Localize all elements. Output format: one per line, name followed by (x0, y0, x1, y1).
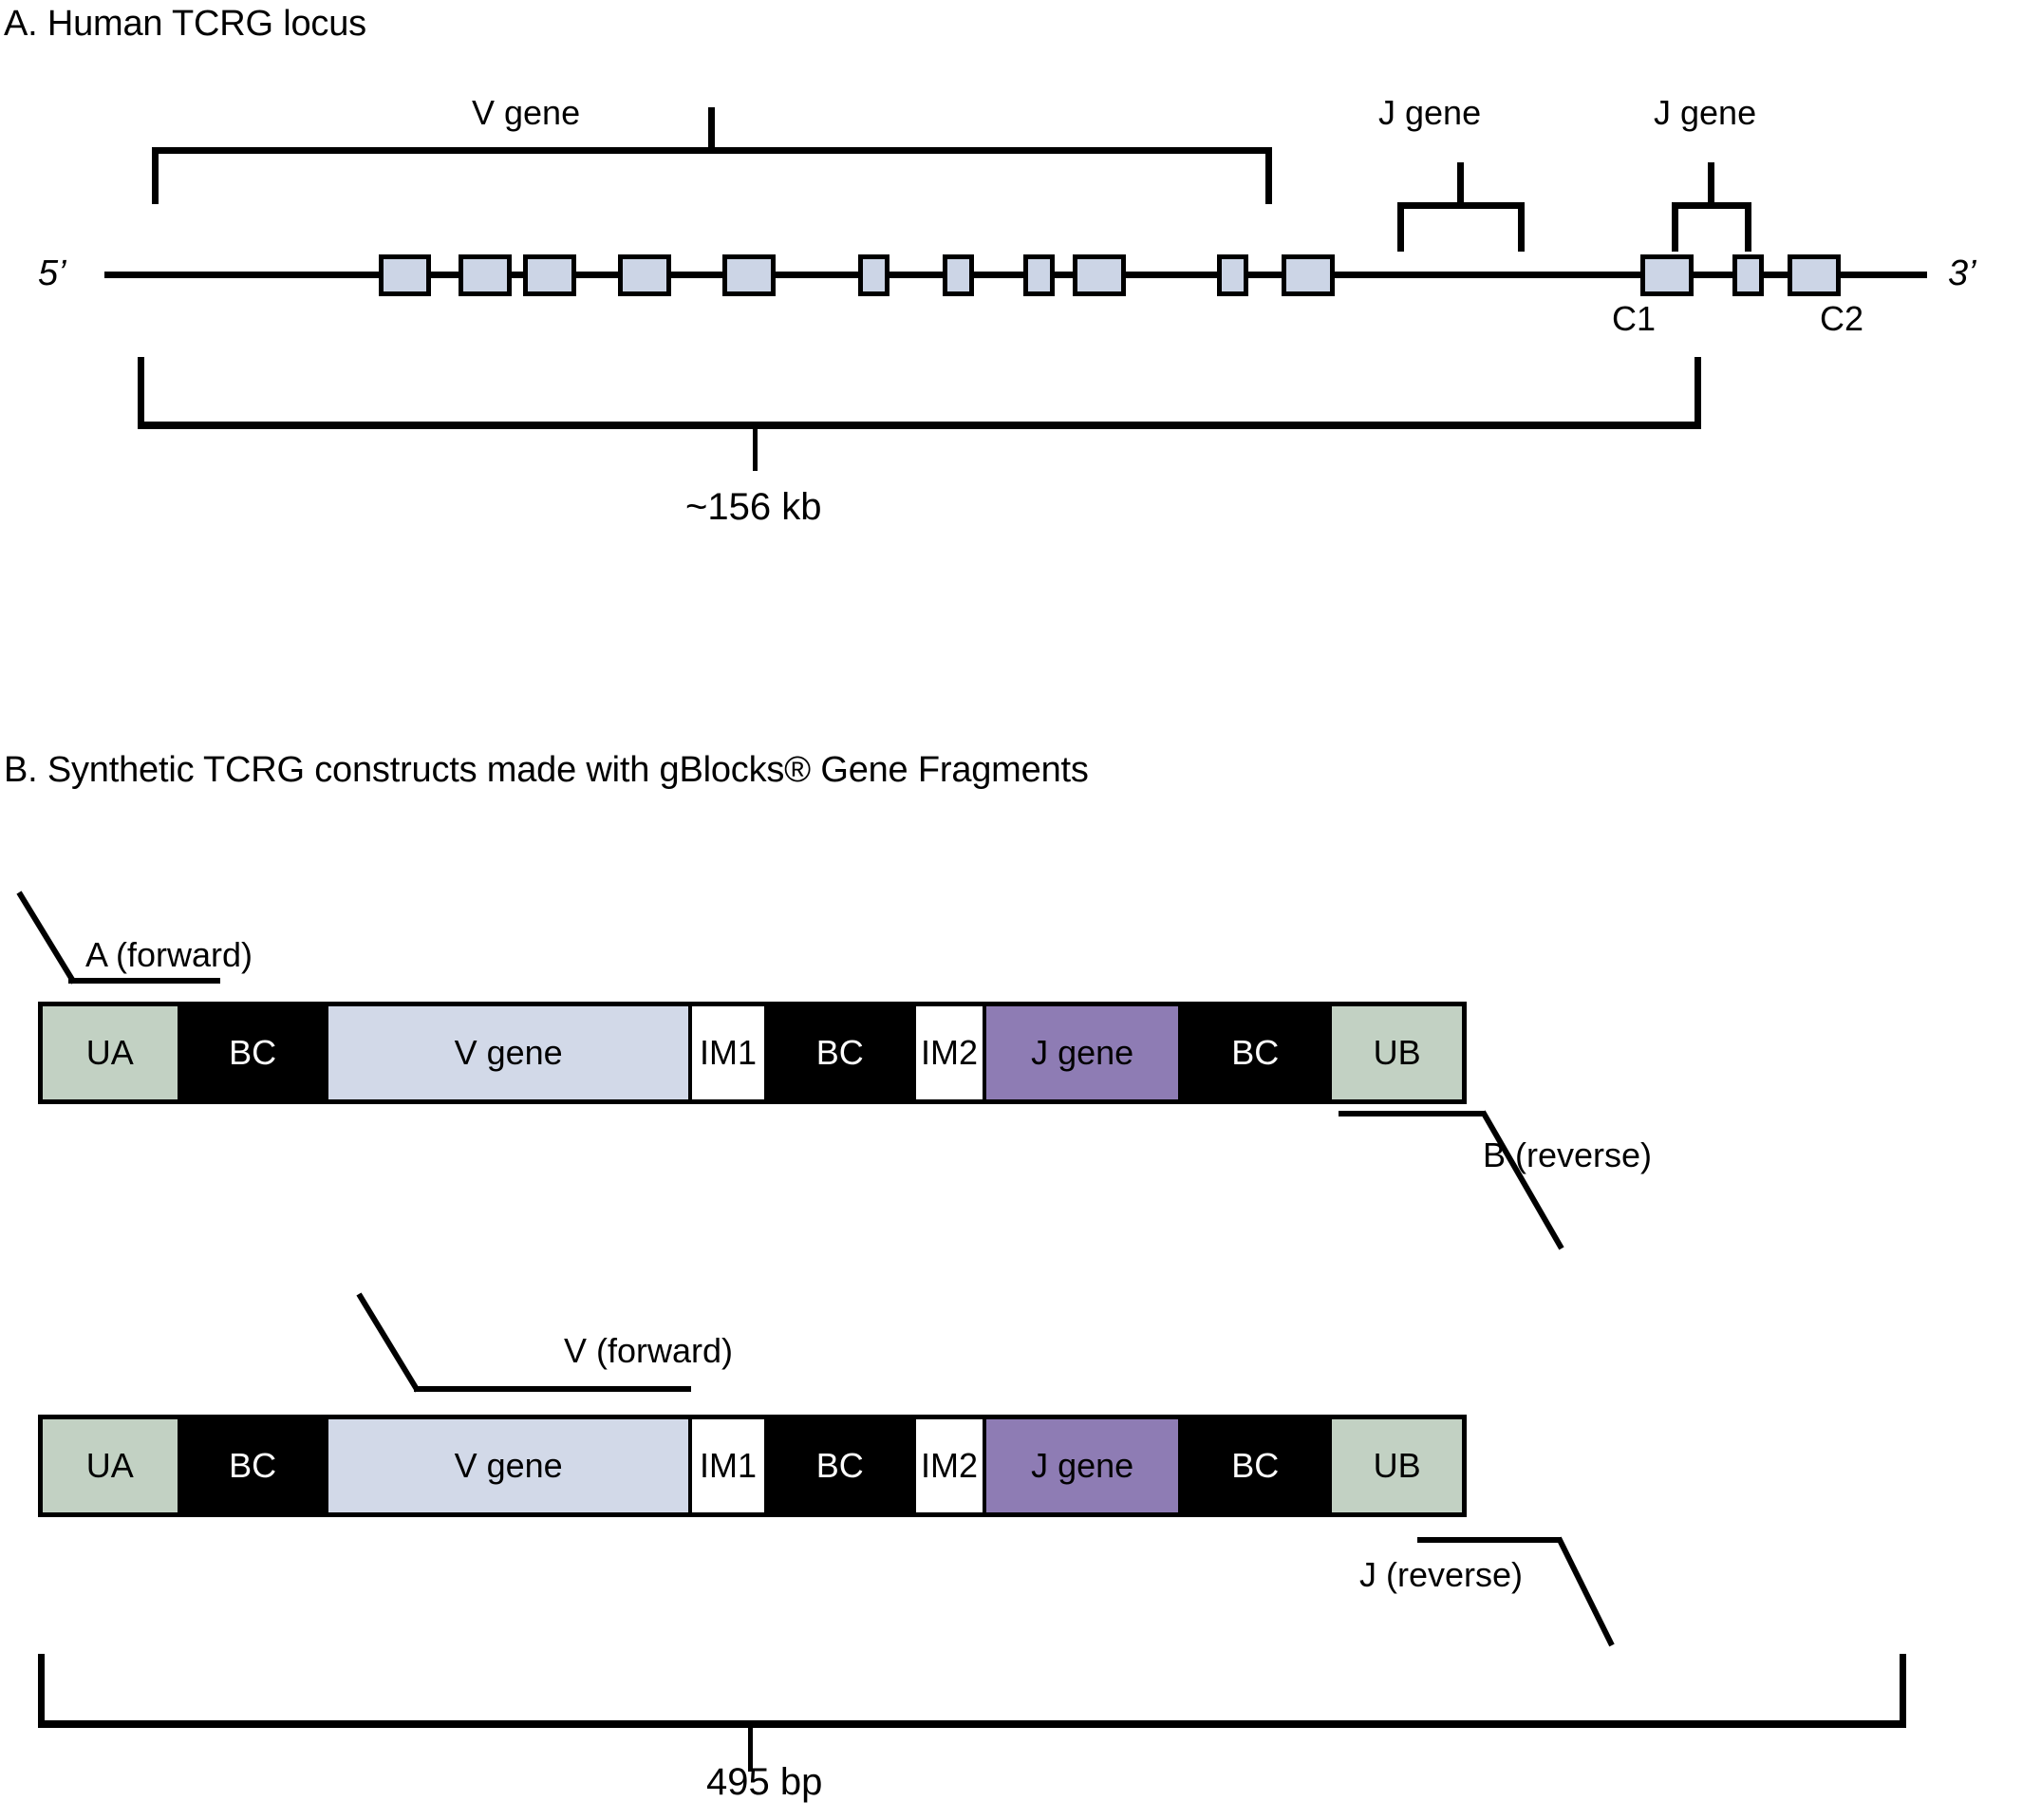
construct-1-segment-bc-8: BC (1182, 1006, 1333, 1099)
construct-1-segment-bc-5: BC (767, 1006, 916, 1099)
v-gene-segment-10 (1217, 253, 1249, 296)
primer-a-forward-label: A (forward) (85, 935, 253, 974)
primer-j-reverse-label: J (reverse) (1359, 1555, 1524, 1594)
locus-backbone-line (104, 272, 1927, 278)
primer-v-leader-line (356, 1292, 691, 1393)
primer-b-reverse-label: B (reverse) (1483, 1135, 1653, 1174)
five-prime-label: 5’ (38, 253, 66, 293)
c1-label: C1 (1612, 299, 1657, 338)
construct-2-segment-bc-5: BC (767, 1419, 916, 1512)
construct-2-segment-j-gene-7: J gene (986, 1419, 1183, 1512)
v-gene-bracket (152, 107, 1272, 204)
v-gene-segment-13 (1732, 253, 1764, 296)
panel-b-title: B. Synthetic TCRG constructs made with g… (4, 750, 1089, 790)
construct-2-segment-bc-8: BC (1182, 1419, 1333, 1512)
construct-1-segment-ub-9: UB (1332, 1006, 1462, 1099)
construct-2-segment-im2-6: IM2 (915, 1419, 987, 1512)
construct-2-segment-im1-4: IM1 (692, 1419, 768, 1512)
locus-span-label: ~156 kb (685, 486, 822, 528)
v-gene-segment-8 (1022, 253, 1055, 296)
v-gene-segment-14 (1787, 253, 1841, 296)
v-gene-segment-9 (1073, 253, 1126, 296)
j-gene-bracket-1 (1397, 162, 1525, 259)
primer-a-leader-line (16, 891, 220, 985)
construct-2-segment-ua-1: UA (43, 1419, 181, 1512)
construct-2-segment-ub-9: UB (1332, 1419, 1462, 1512)
primer-v-forward-label: V (forward) (564, 1331, 734, 1370)
v-gene-segment-5 (722, 253, 777, 296)
construct-2-segment-v-gene-3: V gene (328, 1419, 693, 1512)
c2-label: C2 (1820, 299, 1864, 338)
j-gene-bracket-2-label: J gene (1654, 93, 1757, 132)
v-gene-segment-6 (858, 253, 890, 296)
v-gene-segment-4 (618, 253, 672, 296)
locus-span-bracket (138, 357, 1701, 471)
construct-1-segment-im1-4: IM1 (692, 1006, 768, 1099)
construct-1-segment-im2-6: IM2 (915, 1006, 987, 1099)
panel-a-title: A. Human TCRG locus (4, 4, 366, 44)
v-gene-segment-1 (378, 253, 432, 296)
construct-1-segment-ua-1: UA (43, 1006, 181, 1099)
v-gene-segment-2 (459, 253, 513, 296)
construct-1-segment-bc-2: BC (180, 1006, 328, 1099)
construct-span-bracket (38, 1654, 1906, 1772)
primer-b-leader-line (1339, 1110, 1564, 1250)
v-gene-segment-3 (523, 253, 576, 296)
j-gene-bracket-2 (1672, 162, 1751, 259)
v-gene-segment-11 (1282, 253, 1335, 296)
construct-2-segment-bc-2: BC (180, 1419, 328, 1512)
construct-span-label: 495 bp (706, 1761, 823, 1803)
j-gene-bracket-1-label: J gene (1378, 93, 1482, 132)
v-gene-segment-7 (942, 253, 974, 296)
v-gene-bracket-label: V gene (472, 93, 581, 132)
primer-j-leader-line (1417, 1536, 1615, 1647)
construct-1-segment-j-gene-7: J gene (986, 1006, 1183, 1099)
v-gene-segment-12 (1640, 253, 1695, 296)
three-prime-label: 3’ (1948, 253, 1976, 293)
construct-1-segment-v-gene-3: V gene (328, 1006, 693, 1099)
